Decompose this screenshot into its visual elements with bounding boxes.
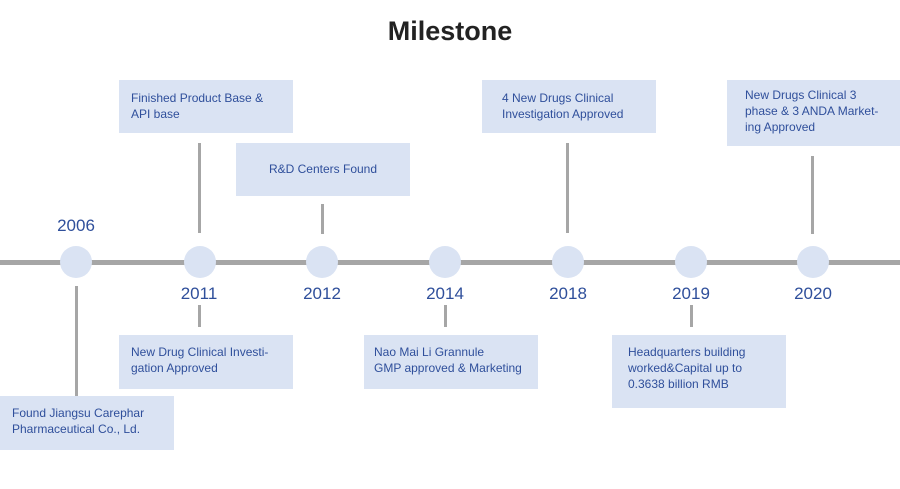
milestone-box-2006: Found Jiangsu Carephar Pharmaceutical Co…: [0, 396, 174, 450]
connector-2011-top: [198, 143, 201, 233]
connector-2006: [75, 286, 78, 396]
year-label-2020: 2020: [794, 284, 832, 303]
milestone-dot-2014: [429, 246, 461, 278]
milestone-dot-2019: [675, 246, 707, 278]
year-label-2019: 2019: [672, 284, 710, 303]
connector-2014: [444, 305, 447, 327]
milestone-box-2018: 4 New Drugs Clinical Investigation Appro…: [482, 80, 656, 133]
milestone-dot-2012: [306, 246, 338, 278]
milestone-box-2014: Nao Mai Li Grannule GMP approved & Marke…: [364, 335, 538, 389]
milestone-dot-2011: [184, 246, 216, 278]
year-label-2006: 2006: [57, 216, 95, 235]
milestone-box-2011-below: New Drug Clinical Investi- gation Approv…: [119, 335, 293, 389]
milestone-box-2012: R&D Centers Found: [236, 143, 410, 196]
milestone-box-2020: New Drugs Clinical 3 phase & 3 ANDA Mark…: [727, 80, 900, 146]
milestone-box-2019: Headquarters building worked&Capital up …: [612, 335, 786, 408]
connector-2011-bottom: [198, 305, 201, 327]
year-label-2014: 2014: [426, 284, 464, 303]
milestone-dot-2018: [552, 246, 584, 278]
connector-2018: [566, 143, 569, 233]
year-label-2018: 2018: [549, 284, 587, 303]
milestone-box-2011-above: Finished Product Base & API base: [119, 80, 293, 133]
connector-2019: [690, 305, 693, 327]
connector-2012: [321, 204, 324, 234]
milestone-dot-2020: [797, 246, 829, 278]
page-title: Milestone: [387, 16, 513, 46]
milestone-dot-2006: [60, 246, 92, 278]
year-label-2011: 2011: [180, 284, 218, 303]
connector-2020: [811, 156, 814, 234]
year-label-2012: 2012: [303, 284, 341, 303]
